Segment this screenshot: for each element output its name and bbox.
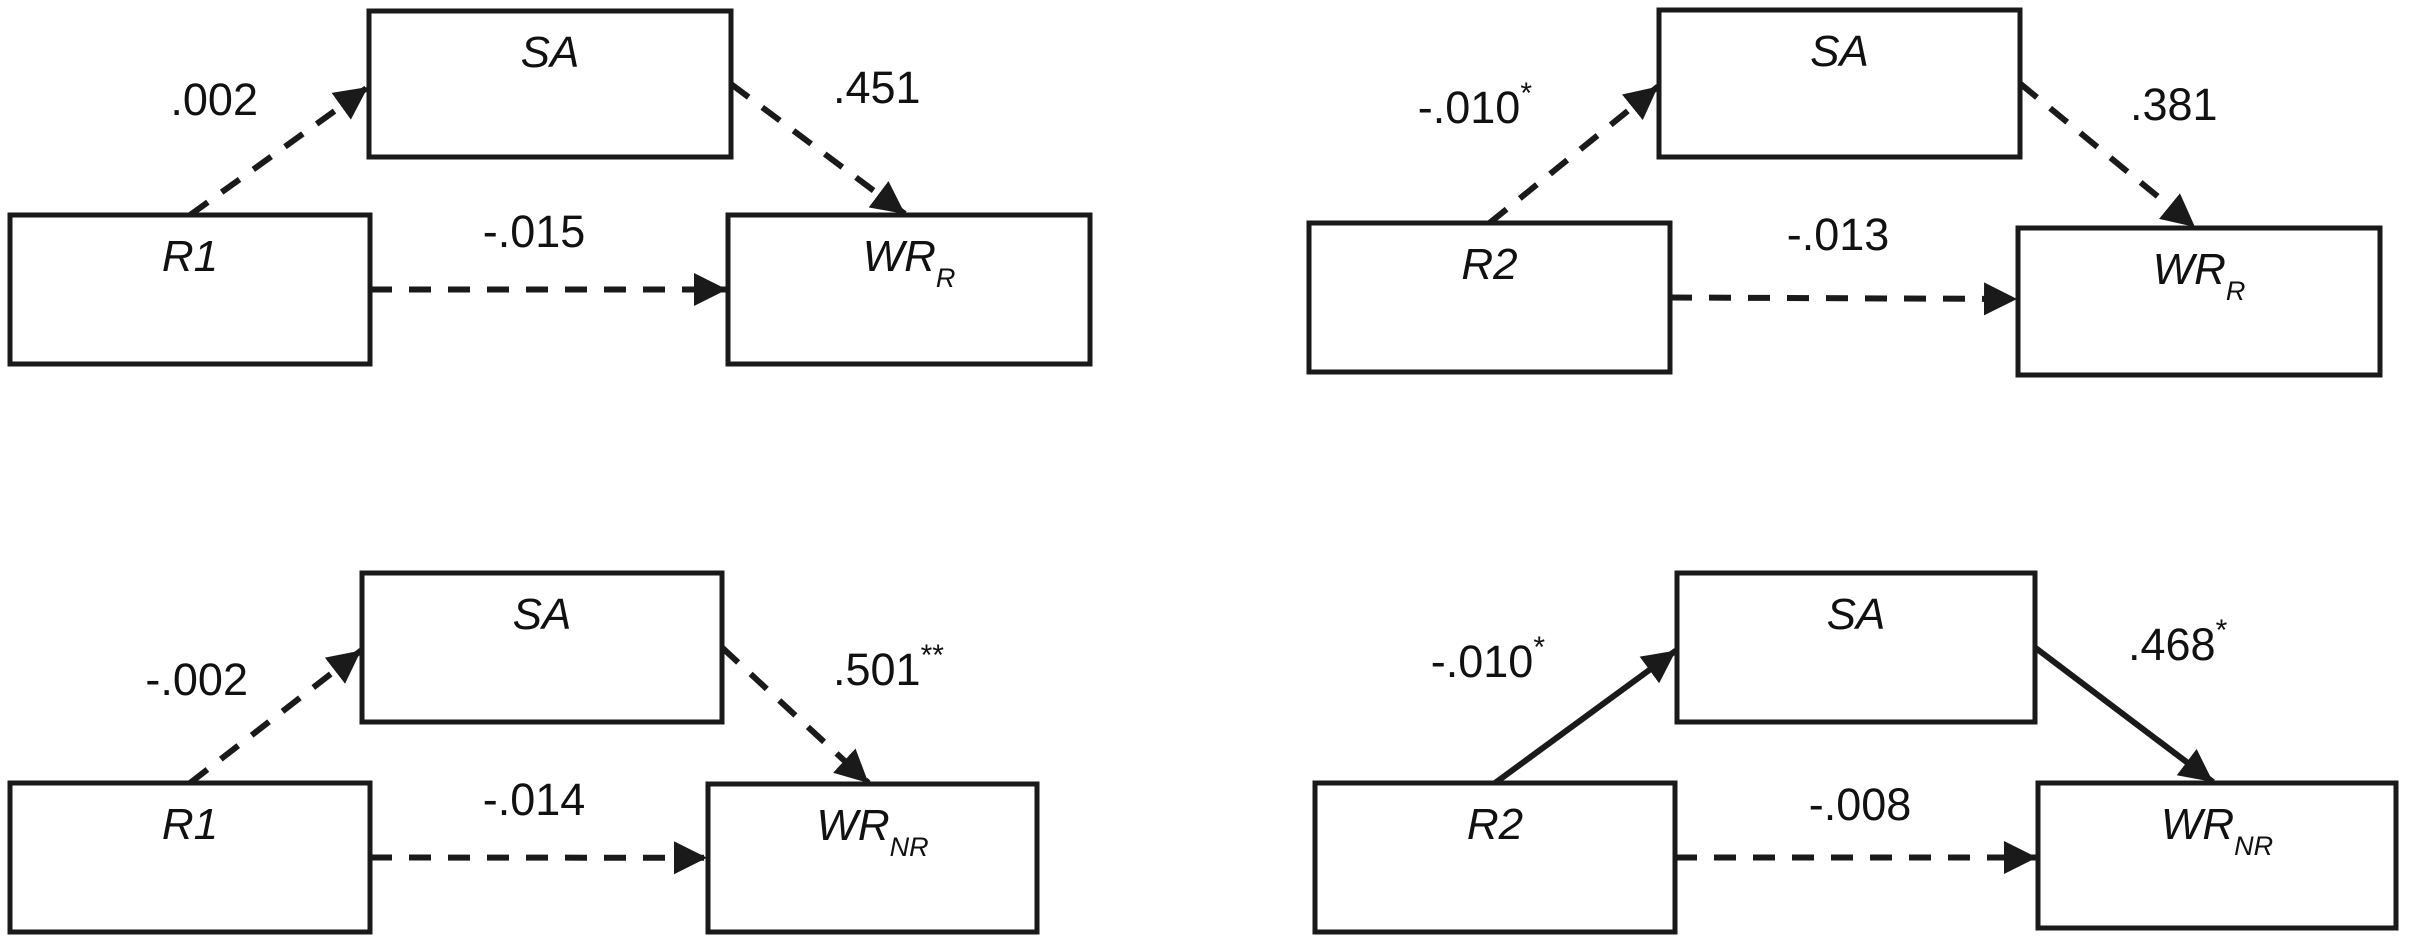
outcome-node-box <box>2035 780 2399 931</box>
predictor-node-label-text: R2 <box>1461 240 1517 289</box>
path-a-coefficient-significance: * <box>1520 77 1532 110</box>
mediator-node-box <box>1656 7 2023 160</box>
mediator-node-label: SA <box>513 590 572 639</box>
outcome-node-box <box>725 212 1093 367</box>
mediator-node-box <box>359 570 725 725</box>
path-a-coefficient-value: -.010 <box>1418 82 1521 133</box>
mediator-node-box <box>366 8 734 160</box>
predictor-node-box <box>7 212 373 367</box>
path-c-coefficient-value: -.008 <box>1809 779 1912 830</box>
mediator-node: SA <box>359 570 725 725</box>
panel-top-right: R2 SA WRR -.010* .381 -.013 <box>1306 7 2383 378</box>
predictor-node-box <box>1312 780 1678 935</box>
outcome-node: WRR <box>725 212 1093 367</box>
predictor-node-box <box>1306 220 1673 375</box>
predictor-node-label: R2 <box>1467 800 1523 849</box>
predictor-node-label: R1 <box>162 800 218 849</box>
outcome-node-label: WRR <box>863 232 956 293</box>
path-a-coefficient-significance: * <box>1533 631 1545 664</box>
path-b-arrow <box>719 645 871 786</box>
outcome-node-label: WRR <box>2153 245 2246 306</box>
path-b-coefficient-value: .468 <box>2128 619 2216 670</box>
mediator-node-label: SA <box>521 28 580 77</box>
path-a-coefficient-value: -.002 <box>145 654 248 705</box>
path-a-coefficient: .002 <box>170 74 258 125</box>
outcome-node-label: WRNR <box>2161 800 2273 861</box>
outcome-node-label-text: WR <box>816 801 889 850</box>
outcome-node-label-text: WR <box>863 232 936 281</box>
mediator-node: SA <box>1674 570 2038 725</box>
outcome-node: WRNR <box>705 781 1040 935</box>
predictor-node-label-text: R1 <box>162 800 218 849</box>
predictor-node-label-text: R2 <box>1467 800 1523 849</box>
mediator-node-label-text: SA <box>1827 590 1886 639</box>
panel-bottom-left: R1 SA WRNR -.002 .501** -.014 <box>7 570 1040 935</box>
predictor-node-label: R2 <box>1461 240 1517 289</box>
outcome-node-label-subscript: R <box>936 263 956 293</box>
path-c-arrow <box>1669 282 2018 316</box>
path-b-coefficient-value: .501 <box>833 644 921 695</box>
path-a-coefficient-value: -.010 <box>1431 636 1534 687</box>
path-b-coefficient: .501** <box>833 639 944 695</box>
path-a-coefficient: -.010* <box>1431 631 1546 687</box>
path-b-arrow <box>2033 645 2215 785</box>
path-c-coefficient: -.013 <box>1787 209 1890 260</box>
mediator-node-label-text: SA <box>521 28 580 77</box>
mediator-node: SA <box>366 8 734 160</box>
outcome-node-box <box>705 781 1040 935</box>
path-a-coefficient-value: .002 <box>170 74 258 125</box>
mediator-node-label: SA <box>1810 27 1869 76</box>
mediator-node: SA <box>1656 7 2023 160</box>
path-c-coefficient-value: -.015 <box>483 206 586 257</box>
predictor-node: R1 <box>7 780 373 935</box>
path-b-coefficient: .451 <box>833 62 921 113</box>
mediator-node-label-text: SA <box>1810 27 1869 76</box>
outcome-node-label-subscript: NR <box>2234 831 2273 861</box>
path-c-coefficient: -.008 <box>1809 779 1912 830</box>
path-b-coefficient-value: .381 <box>2130 79 2218 130</box>
predictor-node: R2 <box>1312 780 1678 935</box>
outcome-node: WRNR <box>2035 780 2399 931</box>
panel-top-left: R1 SA WRR .002 .451 -.015 <box>7 8 1093 367</box>
predictor-node-label: R1 <box>162 232 218 281</box>
path-b-coefficient: .381 <box>2130 79 2218 130</box>
mediator-node-label: SA <box>1827 590 1886 639</box>
path-c-coefficient: -.015 <box>483 206 586 257</box>
mediator-node-label-text: SA <box>513 590 572 639</box>
path-a-arrow <box>1493 648 1678 786</box>
predictor-node: R2 <box>1306 220 1673 375</box>
outcome-node-box <box>2015 225 2383 378</box>
path-c-coefficient: -.014 <box>483 774 586 825</box>
outcome-node: WRR <box>2015 225 2383 378</box>
predictor-node-label-text: R1 <box>162 232 218 281</box>
path-b-coefficient-significance: ** <box>921 639 945 672</box>
path-b-coefficient-value: .451 <box>833 62 921 113</box>
mediator-node-box <box>1674 570 2038 725</box>
outcome-node-label-subscript: R <box>2226 276 2246 306</box>
outcome-node-label-subscript: NR <box>890 832 929 862</box>
predictor-node: R1 <box>7 212 373 367</box>
outcome-node-label: WRNR <box>816 801 928 862</box>
path-c-coefficient-value: -.013 <box>1787 209 1890 260</box>
path-a-coefficient: -.002 <box>145 654 248 705</box>
path-b-coefficient-significance: * <box>2216 614 2228 647</box>
path-b-coefficient: .468* <box>2128 614 2228 670</box>
path-a-coefficient: -.010* <box>1418 77 1533 133</box>
outcome-node-label-text: WR <box>2161 800 2234 849</box>
predictor-node-box <box>7 780 373 935</box>
path-c-coefficient-value: -.014 <box>483 774 586 825</box>
outcome-node-label-text: WR <box>2153 245 2226 294</box>
